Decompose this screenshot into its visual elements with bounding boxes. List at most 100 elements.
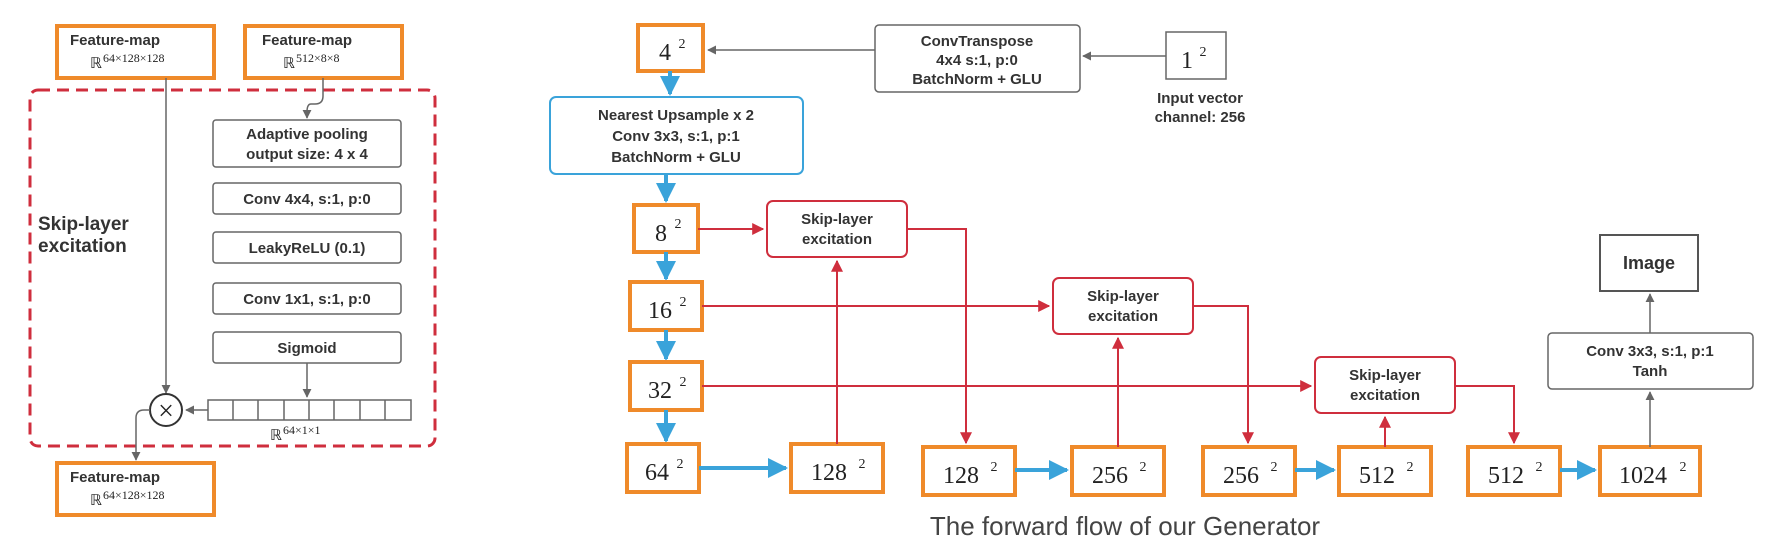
res-exp: 2	[680, 375, 687, 390]
res-box-128-b: 128 2	[921, 445, 1017, 497]
sle-label: Skip-layer	[801, 211, 873, 228]
sle-box-1: Skip-layer excitation	[766, 200, 908, 258]
figure-caption: The forward flow of our Generator	[930, 511, 1321, 541]
res-exp: 2	[1200, 45, 1207, 60]
res-box-8: 8 2	[632, 203, 700, 254]
res-exp: 2	[1680, 460, 1687, 475]
op-leaky-relu: LeakyReLU (0.1)	[212, 231, 402, 264]
res-box-32: 32 2	[628, 360, 704, 412]
feature-map-dims: 512×8×8	[296, 51, 340, 65]
res-base: 256	[1092, 463, 1128, 489]
op-upsample-block: Nearest Upsample x 2 Conv 3x3, s:1, p:1 …	[549, 96, 804, 175]
op-sigmoid: Sigmoid	[212, 331, 402, 364]
res-box-16: 16 2	[628, 280, 704, 332]
op-label: Conv 3x3, s:1, p:1	[612, 128, 740, 145]
input-caption-line2: channel: 256	[1155, 109, 1246, 126]
op-label: Conv 3x3, s:1, p:1	[1586, 343, 1714, 360]
res-exp: 2	[1140, 460, 1147, 475]
arrow-multiply-to-output	[131, 409, 150, 461]
op-label: BatchNorm + GLU	[912, 71, 1042, 88]
feature-map-input-high-res: Feature-map ℝ 64×128×128	[55, 24, 216, 80]
sle-box-2: Skip-layer excitation	[1052, 277, 1194, 335]
sle-label: Skip-layer	[1349, 367, 1421, 384]
feature-map-dims: 64×128×128	[103, 488, 165, 502]
sle-module-panel: Skip-layer excitation Feature-map ℝ 64×1…	[28, 24, 437, 517]
op-label: ConvTranspose	[921, 33, 1034, 50]
input-caption-line1: Input vector	[1157, 90, 1243, 107]
op-label: Conv 1x1, s:1, p:0	[243, 291, 371, 308]
op-label: Sigmoid	[277, 340, 336, 357]
res-box-4: 4 2	[636, 23, 705, 73]
res-base: 512	[1488, 463, 1524, 489]
res-box-256-a: 256 2	[1070, 445, 1166, 497]
res-exp: 2	[1407, 460, 1414, 475]
op-conv-1x1: Conv 1x1, s:1, p:0	[212, 282, 402, 315]
op-label: Tanh	[1633, 363, 1668, 380]
channel-weight-vector	[207, 399, 412, 421]
vector-dims: 64×1×1	[283, 423, 321, 437]
multiply-operator: ×	[149, 393, 183, 427]
op-conv-transpose: ConvTranspose 4x4 s:1, p:0 BatchNorm + G…	[874, 24, 1081, 93]
sle-group-label-line2: excitation	[38, 236, 127, 257]
op-label: LeakyReLU (0.1)	[249, 240, 366, 257]
sle-label: Skip-layer	[1087, 288, 1159, 305]
res-box-512-a: 512 2	[1337, 445, 1433, 497]
arrow-input-to-pooling	[302, 78, 324, 119]
sle-label: excitation	[1088, 308, 1158, 325]
sle-box-3: Skip-layer excitation	[1314, 356, 1456, 414]
image-label: Image	[1623, 253, 1675, 273]
res-base: 32	[648, 378, 672, 404]
op-label: BatchNorm + GLU	[611, 149, 741, 166]
op-label: output size: 4 x 4	[246, 146, 368, 163]
res-box-256-b: 256 2	[1201, 445, 1297, 497]
res-exp: 2	[1536, 460, 1543, 475]
res-exp: 2	[1271, 460, 1278, 475]
res-base: 1	[1181, 48, 1193, 74]
res-base: 1024	[1619, 463, 1667, 489]
res-box-512-b: 512 2	[1466, 445, 1562, 497]
res-base: 64	[645, 460, 669, 486]
op-conv-4x4: Conv 4x4, s:1, p:0	[212, 182, 402, 215]
res-box-1024: 1024 2	[1598, 445, 1702, 497]
res-base: 16	[648, 298, 672, 324]
real-symbol: ℝ	[283, 56, 295, 72]
res-base: 128	[811, 460, 847, 486]
real-symbol: ℝ	[90, 56, 102, 72]
res-exp: 2	[680, 295, 687, 310]
res-box-128-a: 128 2	[789, 442, 885, 494]
res-exp: 2	[991, 460, 998, 475]
skip-output-arrow	[1455, 385, 1520, 445]
op-adaptive-pooling: Adaptive pooling output size: 4 x 4	[212, 119, 402, 168]
generator-flow-panel: 1 2 Input vector channel: 256 ConvTransp…	[549, 23, 1754, 541]
op-label: Nearest Upsample x 2	[598, 107, 754, 124]
sle-group-label-line1: Skip-layer	[38, 214, 129, 235]
res-base: 512	[1359, 463, 1395, 489]
sle-label: excitation	[1350, 387, 1420, 404]
feature-map-title: Feature-map	[262, 32, 352, 49]
op-label: 4x4 s:1, p:0	[936, 52, 1018, 69]
skip-output-arrow	[1193, 305, 1254, 445]
feature-map-input-low-res: Feature-map ℝ 512×8×8	[243, 24, 404, 80]
res-box-64: 64 2	[625, 442, 701, 494]
sle-label: excitation	[802, 231, 872, 248]
res-exp: 2	[679, 37, 686, 52]
skip-output-arrow	[907, 228, 972, 445]
res-exp: 2	[677, 457, 684, 472]
real-symbol: ℝ	[90, 493, 102, 509]
res-base: 128	[943, 463, 979, 489]
feature-map-title: Feature-map	[70, 469, 160, 486]
feature-map-output: Feature-map ℝ 64×128×128	[55, 461, 216, 517]
sle-group-outline	[28, 88, 437, 448]
feature-map-title: Feature-map	[70, 32, 160, 49]
res-exp: 2	[859, 457, 866, 472]
op-final-conv: Conv 3x3, s:1, p:1 Tanh	[1547, 332, 1754, 390]
res-box-input-vector: 1 2	[1165, 31, 1227, 80]
res-exp: 2	[675, 217, 682, 232]
output-image-box: Image	[1599, 234, 1699, 292]
op-label: Adaptive pooling	[246, 126, 368, 143]
res-base: 256	[1223, 463, 1259, 489]
res-base: 8	[655, 221, 667, 247]
res-base: 4	[659, 40, 671, 66]
real-symbol: ℝ	[270, 428, 282, 444]
